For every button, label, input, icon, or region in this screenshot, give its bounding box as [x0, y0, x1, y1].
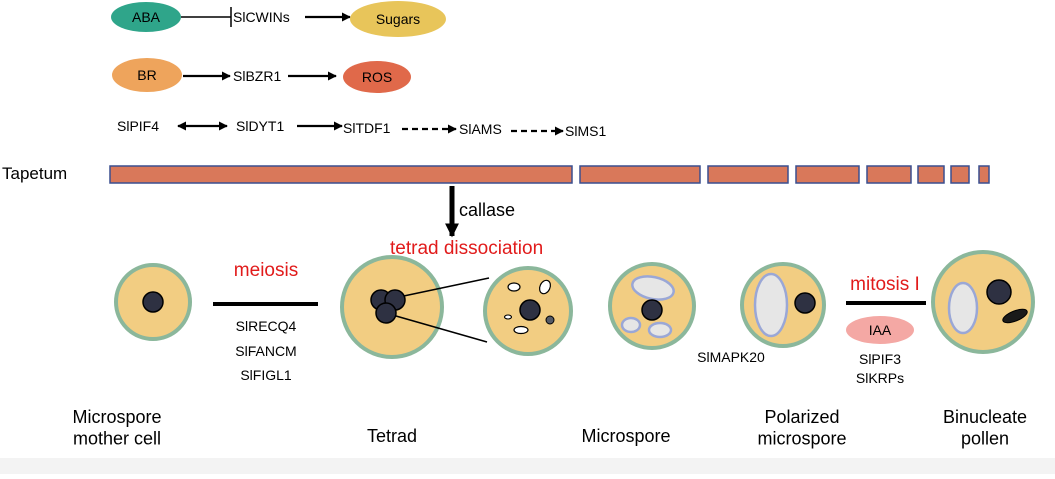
meiosis-gene-label: SlFIGL1: [240, 367, 292, 383]
vacuole: [538, 279, 552, 295]
iaa-label: IAA: [869, 322, 892, 338]
tapetum-segment: [579, 165, 701, 184]
vacuole: [631, 275, 675, 301]
zoom-line: [398, 277, 490, 298]
ros-label: ROS: [362, 69, 392, 85]
stage-label-line: Microspore: [581, 426, 670, 446]
microspore-cell: [608, 262, 696, 350]
aba-pathway: ABA SlCWINs Sugars: [111, 1, 446, 37]
tapetum-segment: [866, 165, 912, 184]
stage-label: Tetrad: [367, 426, 417, 446]
large-vacuole: [947, 281, 979, 335]
slmapk20-label: SlMAPK20: [697, 349, 765, 365]
sldyt1-label: SlDYT1: [236, 118, 284, 134]
stage-label-line: Binucleate: [943, 407, 1027, 427]
nucleus: [519, 299, 541, 321]
generative-nucleus: [1002, 308, 1028, 324]
tapetum-segment: [795, 165, 860, 184]
mitosis-step: mitosis I IAA SlPIF3 SlKRPs: [846, 274, 926, 386]
nucleus: [641, 299, 663, 321]
stage-label-line: microspore: [757, 429, 846, 449]
ros-node: [343, 61, 411, 93]
vacuole: [507, 282, 521, 292]
nucleus: [794, 292, 816, 314]
callase-step: callase: [445, 186, 515, 238]
aba-label: ABA: [132, 9, 161, 25]
sugars-node: [350, 1, 446, 37]
vacuole: [503, 314, 513, 320]
slbzr1-label: SlBZR1: [233, 68, 281, 84]
mitosis-gene-label: SlPIF3: [859, 351, 901, 367]
zoom-line: [388, 313, 488, 343]
vacuole: [513, 325, 529, 335]
granule: [545, 315, 555, 325]
meiosis-step: meiosis SlRECQ4 SlFANCM SlFIGL1: [213, 260, 318, 383]
stage-label-line: mother cell: [73, 429, 161, 449]
binucleate-pollen-cell: [931, 250, 1035, 354]
vacuole: [620, 316, 642, 334]
vacuole: [647, 321, 673, 339]
iaa-node: [846, 316, 914, 344]
tapetum-segment: [978, 165, 990, 184]
meiosis-label: meiosis: [234, 260, 298, 281]
footer-band: [0, 458, 1055, 474]
tapetum-segment: [917, 165, 945, 184]
stage-label-line: Tetrad: [367, 426, 417, 446]
stage-label: Microspore: [581, 426, 670, 446]
vegetative-nucleus: [986, 279, 1012, 305]
tetrad-cell: [340, 255, 573, 359]
tapetum-segment: [950, 165, 970, 184]
cell-body: [931, 250, 1035, 354]
stage-label-line: Polarized: [764, 407, 839, 427]
tapetum-segment: [109, 165, 573, 184]
microspore-mother-cell: [114, 263, 192, 341]
meiosis-gene-label: SlFANCM: [235, 343, 296, 359]
aba-node: [111, 2, 181, 32]
br-pathway: BR SlBZR1 ROS: [112, 58, 411, 93]
sltdf1-label: SlTDF1: [343, 120, 391, 136]
tapetum-segment: [707, 165, 789, 184]
mitosis-gene-label: SlKRPs: [856, 370, 904, 386]
slpif4-label: SlPIF4: [117, 118, 159, 134]
sugars-label: Sugars: [376, 11, 420, 27]
br-node: [112, 58, 182, 92]
mitosis-label: mitosis I: [850, 274, 920, 295]
nucleus: [375, 302, 397, 324]
callase-label: callase: [459, 200, 515, 220]
meiosis-gene-label: SlRECQ4: [236, 318, 297, 334]
tapetum-layer: Tapetum: [2, 164, 990, 184]
tapetum-label: Tapetum: [2, 164, 67, 183]
br-label: BR: [137, 67, 156, 83]
slams-label: SlAMS: [459, 121, 502, 137]
slms1-label: SlMS1: [565, 123, 606, 139]
nucleus: [142, 291, 164, 313]
tetrad-dissociation-label: tetrad dissociation: [390, 238, 543, 259]
slcwins-label: SlCWINs: [233, 9, 290, 25]
transcription-cascade: SlPIF4 SlDYT1 SlTDF1 SlAMS SlMS1: [117, 118, 606, 139]
polarized-microspore-cell: [740, 262, 826, 348]
large-vacuole: [753, 272, 789, 338]
stage-label-line: Microspore: [72, 407, 161, 427]
stage-label-line: pollen: [961, 429, 1009, 449]
